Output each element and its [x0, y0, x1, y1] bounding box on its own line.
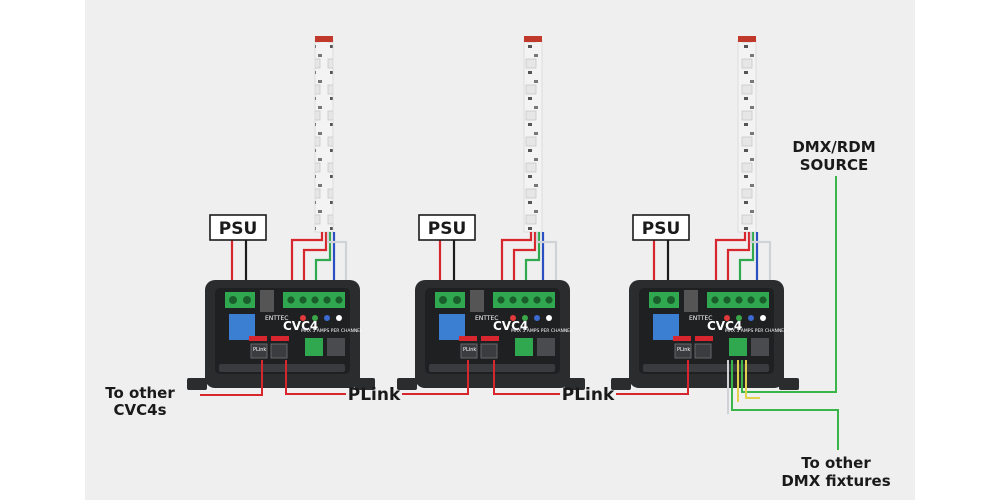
led-strip: [314, 36, 334, 233]
dmx-source-line1: DMX/RDM: [792, 138, 875, 156]
device-plink: PLink: [677, 347, 690, 353]
cvc4-device: CVC4 ENTTEC MAX 5 AMPS PER CHANNEL PLink: [186, 279, 376, 391]
psu-box: PSU: [632, 214, 690, 241]
device-plink: PLink: [253, 347, 266, 353]
cvc4-device: CVC4 ENTTEC MAX 5 AMPS PER CHANNEL PLink: [396, 279, 586, 391]
background-panel: [85, 0, 915, 500]
dmx-cables: [727, 176, 839, 450]
led-strip: [523, 36, 543, 233]
psu-label: PSU: [219, 219, 258, 239]
to-other-dmx-line1: To other: [801, 454, 871, 472]
psu-label: PSU: [642, 219, 681, 239]
led-strip: [737, 36, 757, 233]
psu-box: PSU: [418, 214, 476, 241]
to-other-cvc4s-line2: CVC4s: [114, 401, 167, 419]
device-plink: PLink: [463, 347, 476, 353]
device-brand: ENTTEC: [265, 315, 288, 322]
plink-label: PLink: [562, 385, 615, 405]
device-max-amps: MAX 5 AMPS PER CHANNEL: [511, 328, 573, 334]
wires-unit-2: [438, 232, 558, 290]
plink-label: PLink: [348, 385, 401, 405]
device-model: CVC4: [283, 319, 318, 333]
device-max-amps: MAX 5 AMPS PER CHANNEL: [725, 328, 787, 334]
dmx-source-line2: SOURCE: [800, 156, 869, 174]
device-model: CVC4: [707, 319, 742, 333]
psu-box: PSU: [209, 214, 267, 241]
cvc4-device: CVC4 ENTTEC MAX 5 AMPS PER CHANNEL PLink: [610, 279, 800, 391]
psu-label: PSU: [428, 219, 467, 239]
device-brand: ENTTEC: [475, 315, 498, 322]
plink-cables: [200, 360, 689, 396]
device-model: CVC4: [493, 319, 528, 333]
to-other-dmx-line2: DMX fixtures: [781, 472, 890, 490]
to-other-cvc4s-line1: To other: [105, 384, 175, 402]
device-brand: ENTTEC: [689, 315, 712, 322]
device-max-amps: MAX 5 AMPS PER CHANNEL: [301, 328, 363, 334]
